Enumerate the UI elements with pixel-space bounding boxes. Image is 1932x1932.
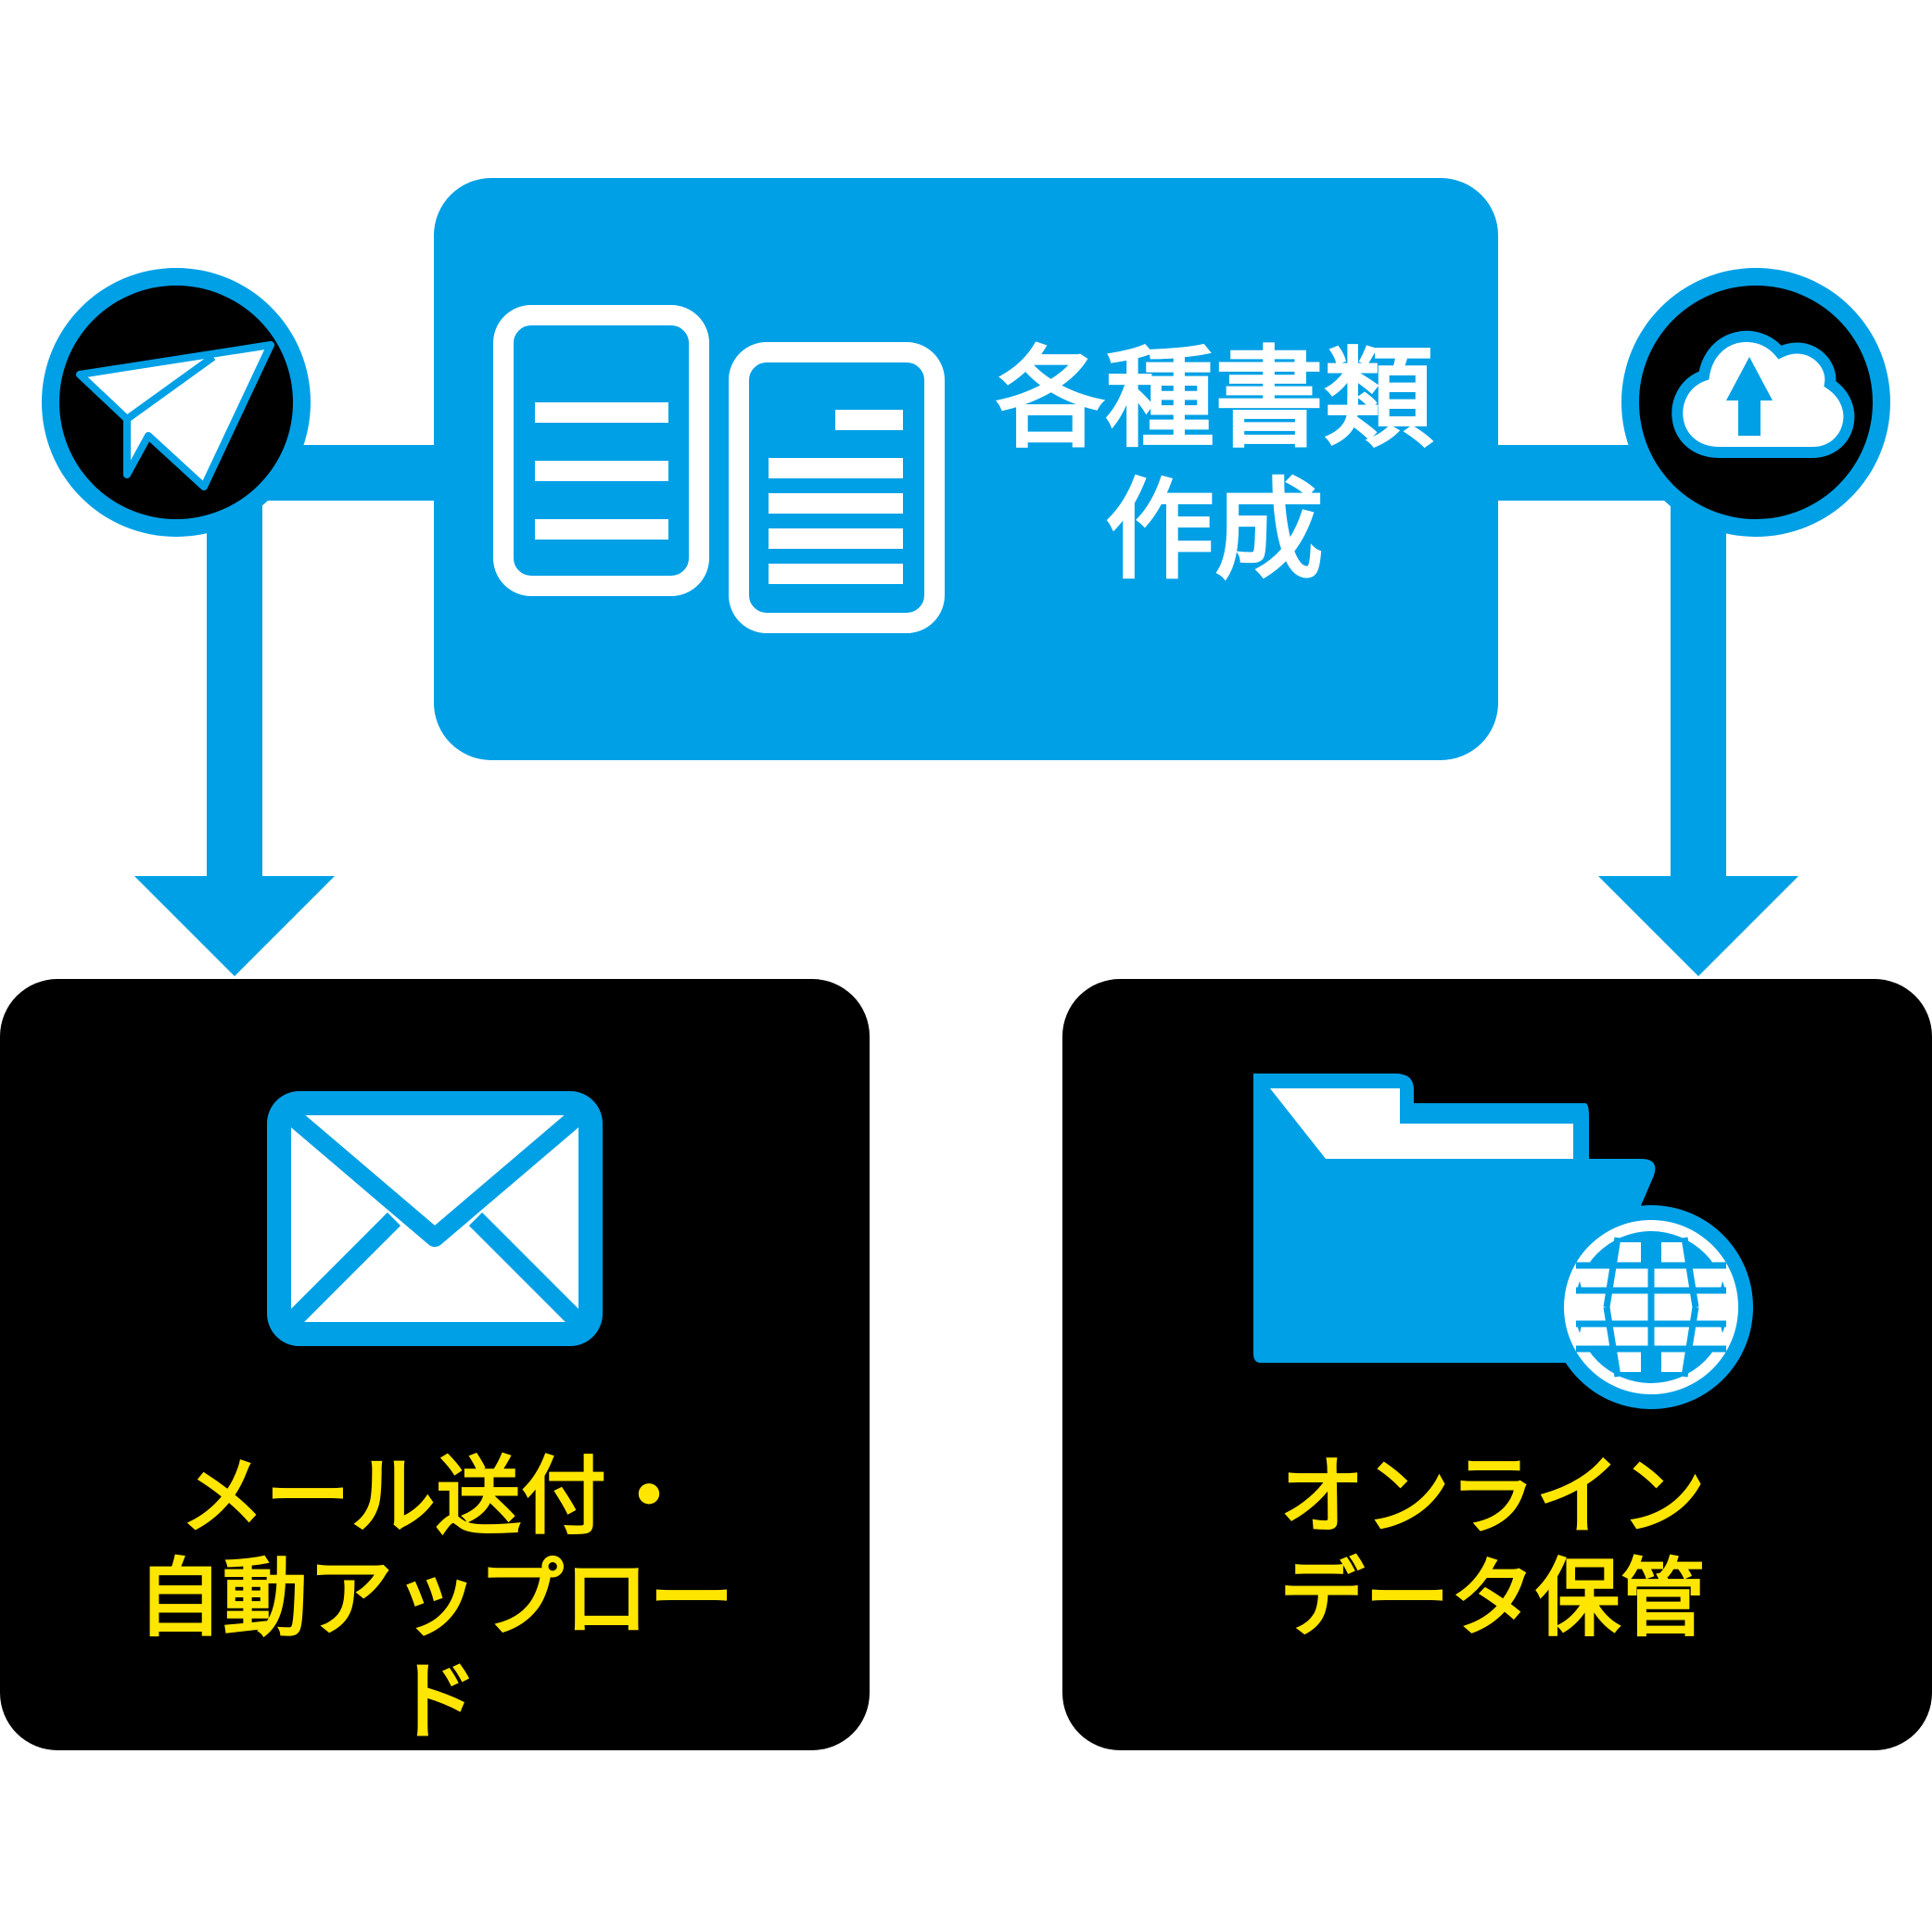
cloud-upload-icon <box>1671 330 1855 458</box>
main-title: 各種書類 作成 <box>995 335 1433 594</box>
online-storage-label: オンライン データ保管 <box>1278 1447 1706 1649</box>
paper-plane-icon <box>76 341 274 490</box>
documents-icon <box>493 305 945 633</box>
paper-plane-badge <box>42 268 311 537</box>
email-upload-label: メール送付・ 自動アップロード <box>136 1447 734 1751</box>
envelope-icon <box>267 1091 603 1346</box>
cloud-upload-badge <box>1621 268 1890 537</box>
folder-globe-icon <box>1253 1074 1753 1409</box>
email-upload-box <box>0 979 870 1750</box>
